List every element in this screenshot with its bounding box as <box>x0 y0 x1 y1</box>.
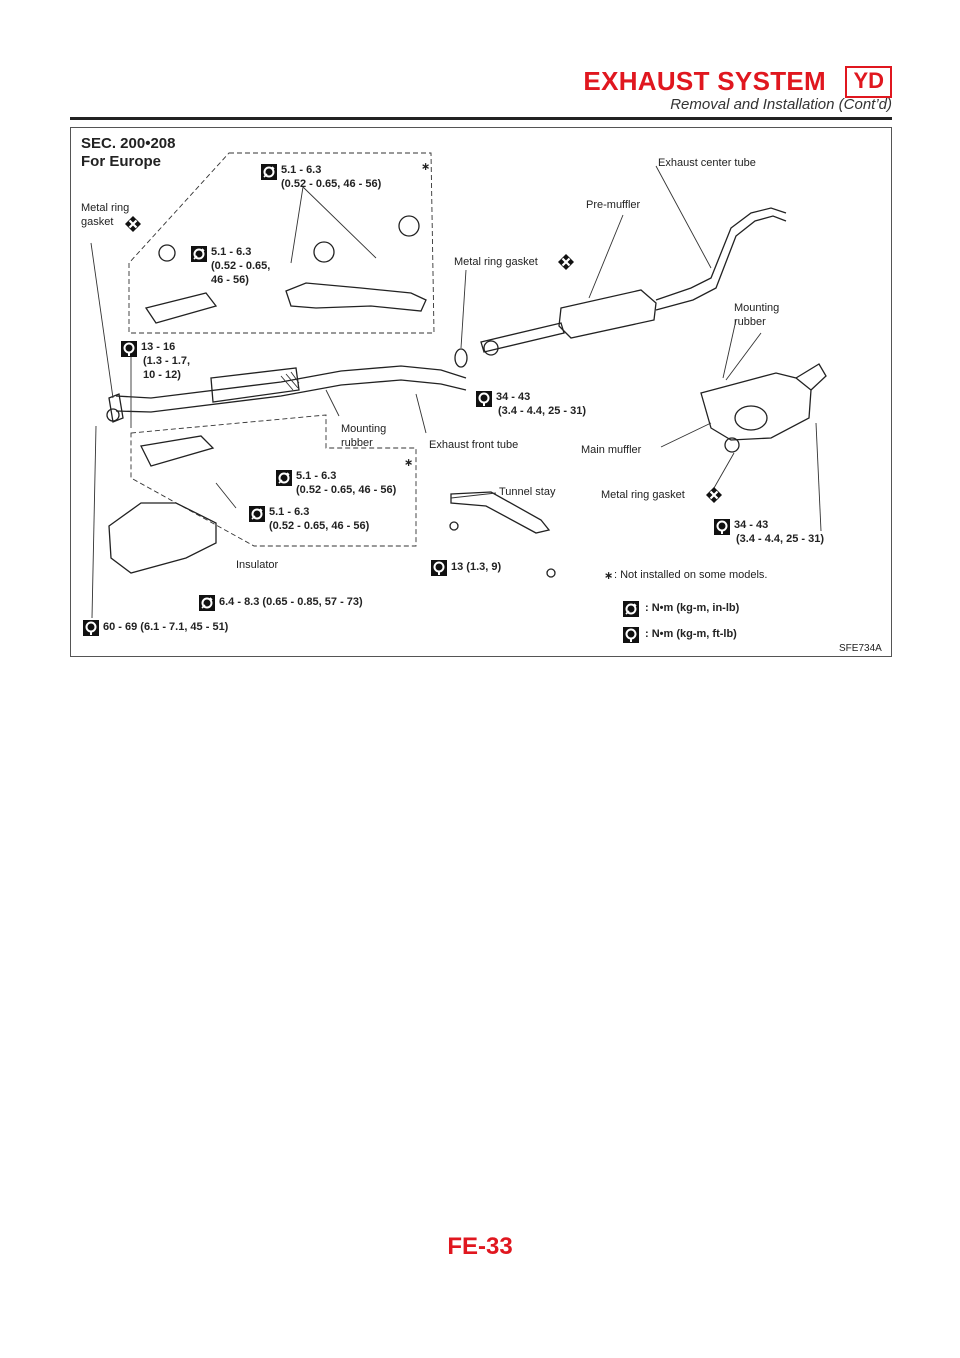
asterisk-mark: ∗ <box>404 457 413 469</box>
exhaust-front-tube <box>106 365 467 423</box>
lower-insulator <box>108 435 217 574</box>
page-title: EXHAUST SYSTEM <box>583 66 826 96</box>
upper-heat-shield <box>144 215 427 324</box>
pre-muffler-label: Pre-muffler <box>586 199 641 211</box>
center-tube-premuffler <box>454 207 787 368</box>
page-subtitle: Removal and Installation (Cont’d) <box>670 96 892 113</box>
section-number: SEC. 200•208 <box>81 135 175 152</box>
torque-label: (0.52 - 0.65, 46 - 56) <box>296 484 397 496</box>
page-number: FE-33 <box>447 1233 513 1260</box>
exhaust-diagram: SEC. 200•208 For Europe <box>70 127 892 657</box>
gasket-replace-icon <box>556 252 576 272</box>
header-rule <box>70 117 892 120</box>
mounting-rubber-label: rubber <box>734 316 766 328</box>
metal-ring-gasket-label: Metal ring <box>81 202 129 214</box>
legend-inlb: : N•m (kg-m, in-lb) <box>645 602 740 614</box>
torque-label: 6.4 - 8.3 (0.65 - 0.85, 57 - 73) <box>219 596 363 608</box>
torque-label: (1.3 - 1.7, <box>143 355 190 367</box>
torque-label: 60 - 69 (6.1 - 7.1, 45 - 51) <box>103 621 229 633</box>
torque-ftlb-icon <box>713 518 731 536</box>
insulator-label: Insulator <box>236 559 279 571</box>
asterisk-mark: ∗ <box>421 161 430 173</box>
page-header: EXHAUST SYSTEM YD Removal and Installati… <box>70 66 892 120</box>
engine-badge: YD <box>845 66 892 98</box>
main-muffler-label: Main muffler <box>581 444 642 456</box>
tunnel-stay <box>449 491 556 578</box>
torque-label: (0.52 - 0.65, 46 - 56) <box>281 178 382 190</box>
torque-inlb-icon <box>622 600 640 618</box>
torque-label: 34 - 43 <box>496 391 530 403</box>
torque-label: (3.4 - 4.4, 25 - 31) <box>498 405 586 417</box>
torque-inlb-icon <box>248 505 266 523</box>
torque-ftlb-icon <box>430 559 448 577</box>
torque-inlb-icon <box>275 469 293 487</box>
torque-label: 46 - 56) <box>211 274 249 286</box>
torque-label: 5.1 - 6.3 <box>296 470 336 482</box>
torque-label: (0.52 - 0.65, 46 - 56) <box>269 520 370 532</box>
upper-dashed-group <box>128 152 435 334</box>
exhaust-front-tube-label: Exhaust front tube <box>429 439 518 451</box>
exhaust-diagram-svg: SEC. 200•208 For Europe <box>81 135 882 654</box>
figure-id: SFE734A <box>839 643 882 654</box>
torque-ftlb-icon <box>622 626 640 644</box>
main-muffler <box>700 363 827 453</box>
region-label: For Europe <box>81 153 161 170</box>
torque-ftlb-icon <box>120 340 138 358</box>
mounting-rubber-label: Mounting <box>341 423 386 435</box>
leader-lines <box>90 165 822 619</box>
torque-ftlb-icon <box>82 619 100 637</box>
torque-label: 5.1 - 6.3 <box>269 506 309 518</box>
asterisk-mark: ∗ <box>604 570 613 582</box>
torque-label: (3.4 - 4.4, 25 - 31) <box>736 533 824 545</box>
lower-dashed-group <box>130 414 417 547</box>
mounting-rubber-label: rubber <box>341 437 373 449</box>
torque-label: (0.52 - 0.65, <box>211 260 270 272</box>
gasket-replace-icon <box>123 214 143 234</box>
torque-label: 5.1 - 6.3 <box>281 164 321 176</box>
torque-label: 10 - 12) <box>143 369 181 381</box>
legend-asterisk-note: : Not installed on some models. <box>614 569 767 581</box>
torque-inlb-icon <box>198 594 216 612</box>
torque-label: 13 - 16 <box>141 341 175 353</box>
gasket-replace-icon <box>704 485 724 505</box>
metal-ring-gasket-label: Metal ring gasket <box>454 256 538 268</box>
torque-inlb-icon <box>260 163 278 181</box>
legend-ftlb: : N•m (kg-m, ft-lb) <box>645 628 737 640</box>
tunnel-stay-label: Tunnel stay <box>499 486 556 498</box>
torque-label: 5.1 - 6.3 <box>211 246 251 258</box>
torque-label: 13 (1.3, 9) <box>451 561 501 573</box>
exhaust-center-tube-label: Exhaust center tube <box>658 157 756 169</box>
mounting-rubber-label: Mounting <box>734 302 779 314</box>
torque-inlb-icon <box>190 245 208 263</box>
metal-ring-gasket-label: Metal ring gasket <box>601 489 685 501</box>
torque-ftlb-icon <box>475 390 493 408</box>
metal-ring-gasket-label: gasket <box>81 216 113 228</box>
torque-label: 34 - 43 <box>734 519 768 531</box>
